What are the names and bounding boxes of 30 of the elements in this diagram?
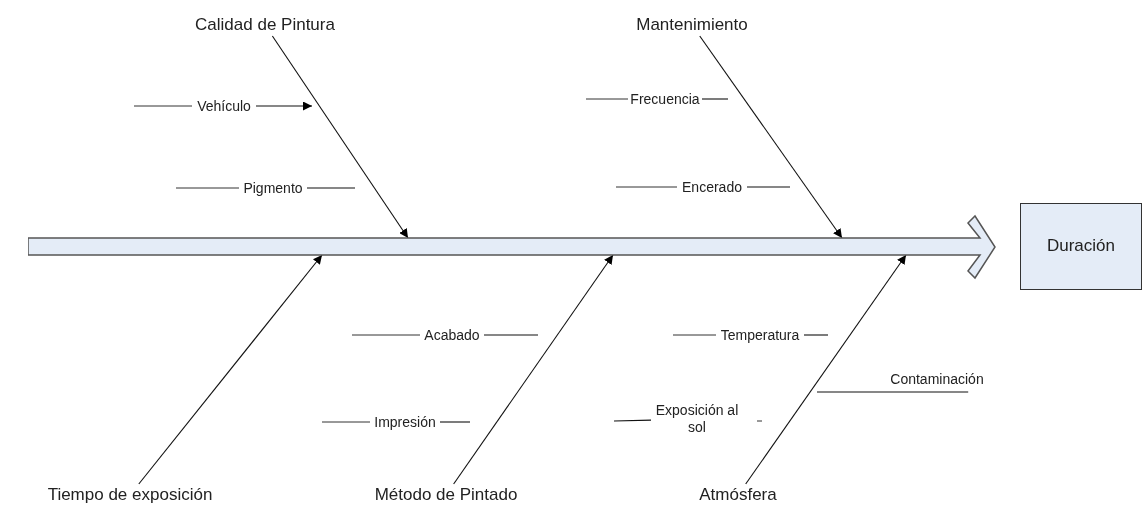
cause-label: Vehículo [192, 96, 256, 116]
branch-line [306, 187, 356, 189]
branch-line [746, 186, 791, 188]
arrow [138, 254, 323, 485]
branch-line [816, 391, 969, 393]
arrow [745, 254, 907, 485]
branch-line [613, 419, 652, 422]
cause-label: Pigmento [239, 178, 307, 198]
cause-label: Acabado [420, 325, 484, 345]
spine-arrow [28, 214, 996, 281]
category-label: Atmósfera [683, 484, 793, 506]
branch-line [483, 334, 539, 336]
category-label: Calidad de Pintura [160, 14, 370, 36]
branch-line [701, 98, 729, 100]
cause-label: Temperatura [716, 325, 804, 345]
cause-label: Encerado [677, 177, 747, 197]
cause-label: Contaminación [885, 366, 989, 392]
effect-box: Duración [1020, 203, 1142, 290]
category-label: Mantenimiento [617, 14, 767, 36]
arrow [255, 101, 313, 111]
cause-label: Exposición al sol [651, 398, 743, 440]
arrow [453, 254, 614, 485]
cause-label: Impresión [370, 412, 440, 432]
branch-line [803, 334, 829, 336]
arrow [271, 35, 409, 239]
category-label: Método de Pintado [351, 484, 541, 506]
arrow [699, 35, 843, 239]
category-label: Tiempo de exposición [10, 484, 250, 506]
cause-label: Frecuencia [628, 89, 702, 109]
branch-line [439, 421, 471, 423]
